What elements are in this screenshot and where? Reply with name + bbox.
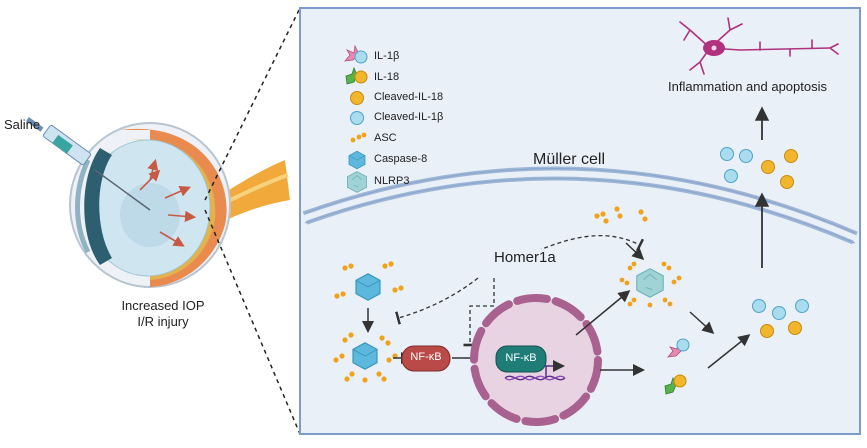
neuron-icon — [679, 17, 839, 75]
caption-line-1: Increased IOP — [121, 298, 205, 313]
legend-label-caspase8: Caspase-8 — [374, 153, 428, 165]
legend-label-nlrp3: NLRP3 — [374, 175, 410, 187]
nlrp3-inflammasome — [619, 261, 682, 308]
legend-label-asc: ASC — [374, 132, 397, 144]
asc-icon — [350, 132, 367, 143]
cleaved-il1b-icon — [350, 111, 364, 125]
il1b-precursor-icon — [344, 44, 368, 64]
zoom-line-bottom — [204, 209, 301, 435]
dna-icon — [504, 375, 566, 381]
cornea-iris — [84, 148, 112, 265]
cleaved-il18-icon — [350, 91, 364, 105]
syringe-icon — [25, 117, 151, 211]
legend-label-il1b: IL-1β — [374, 50, 400, 62]
legend — [344, 44, 368, 193]
cell-membrane — [302, 166, 858, 245]
caspase8-icon — [348, 150, 366, 170]
cleaved-cytokines — [752, 299, 809, 338]
legend-label-cleaved-il18: Cleaved-IL-18 — [374, 91, 444, 103]
nfkb-nuclear-pill — [495, 345, 547, 373]
syringe-label: Saline — [4, 117, 41, 132]
nfkb-pill — [401, 345, 451, 372]
zoom-line-top — [204, 7, 301, 201]
il1b-precursor — [667, 338, 690, 358]
released-cytokines — [720, 147, 798, 189]
legend-label-il18: IL-18 — [374, 71, 400, 83]
il18-precursor — [664, 374, 687, 395]
legend-label-cleaved-il1b: Cleaved-IL-1β — [374, 111, 444, 123]
output-label: Inflammation and apoptosis — [668, 79, 827, 94]
homer1a-label: Homer1a — [492, 249, 558, 266]
il18-precursor-icon — [345, 66, 368, 85]
nfkb-nuclear-label: NF-κB — [505, 352, 537, 364]
caspase8-asc-complex — [333, 332, 398, 383]
muller-cell-label: Müller cell — [533, 151, 606, 168]
asc-fragments — [594, 206, 648, 224]
nfkb-label: NF-κB — [410, 351, 442, 363]
caption-line-2: I/R injury — [137, 314, 189, 329]
eye-illustration — [25, 117, 290, 288]
